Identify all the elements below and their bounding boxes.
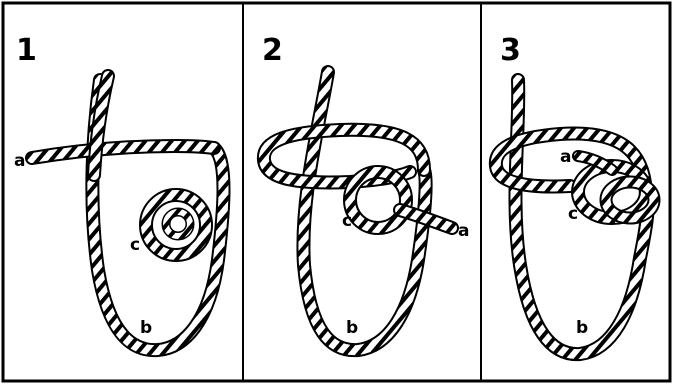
label-b: b — [576, 318, 588, 338]
panel-1: 1 a b c — [14, 33, 224, 350]
rope-coil-c — [146, 195, 206, 255]
label-a: a — [560, 147, 571, 167]
rope-working-end-a — [400, 210, 452, 228]
label-c: c — [568, 204, 578, 224]
label-b: b — [140, 318, 152, 338]
label-a: a — [458, 221, 469, 241]
panel-2: 2 a b c — [262, 33, 469, 350]
step-number-2: 2 — [262, 33, 283, 68]
label-b: b — [346, 318, 358, 338]
label-a: a — [14, 151, 25, 171]
label-c: c — [342, 211, 352, 231]
label-c: c — [130, 235, 140, 255]
panel-3: 3 a b c — [496, 33, 654, 354]
step-number-1: 1 — [16, 33, 37, 68]
step-number-3: 3 — [500, 33, 521, 68]
rope-working-end-a — [32, 146, 214, 158]
